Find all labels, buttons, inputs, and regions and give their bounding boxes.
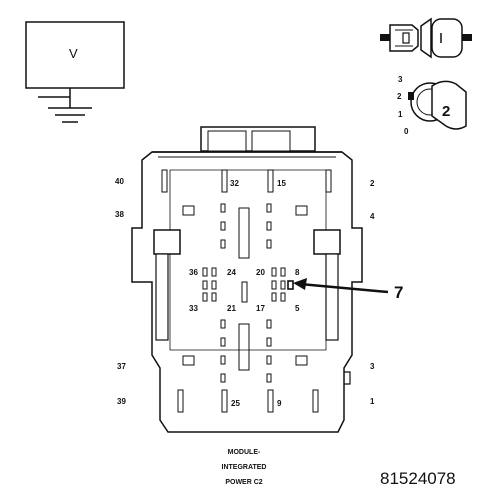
caption-line-2: INTEGRATED bbox=[222, 464, 267, 471]
pin-label-1: 1 bbox=[370, 397, 375, 406]
pin-label-15: 15 bbox=[277, 179, 286, 188]
pin-label-36: 36 bbox=[189, 268, 198, 277]
pin-label-2: 2 bbox=[370, 179, 375, 188]
callout-pin-number: 7 bbox=[394, 283, 403, 302]
ignition-key-icon: 2 3 2 1 0 bbox=[397, 75, 467, 136]
pin-label-9: 9 bbox=[277, 399, 282, 408]
pin-label-17: 17 bbox=[256, 304, 265, 313]
pin-label-39: 39 bbox=[117, 397, 126, 406]
pin-label-24: 24 bbox=[227, 268, 236, 277]
pin-7-cavity bbox=[287, 280, 294, 290]
voltmeter-label: V bbox=[69, 46, 78, 61]
pin-label-25: 25 bbox=[231, 399, 240, 408]
figure-id: 81524078 bbox=[380, 469, 456, 488]
pin-label-37: 37 bbox=[117, 362, 126, 371]
caption-line-3: POWER C2 bbox=[225, 479, 262, 486]
pin-label-8: 8 bbox=[295, 268, 300, 277]
connector-c2: 40 32 15 2 38 4 36 24 20 8 33 21 17 5 37… bbox=[115, 126, 375, 433]
pin-label-38: 38 bbox=[115, 210, 124, 219]
connector-caption: MODULE- INTEGRATED POWER C2 bbox=[222, 449, 267, 486]
pin-label-5: 5 bbox=[295, 304, 300, 313]
arrowhead-icon bbox=[293, 278, 307, 290]
pin-label-33: 33 bbox=[189, 304, 198, 313]
pin-7-callout: 7 bbox=[293, 278, 403, 302]
callout-arrow bbox=[299, 282, 389, 294]
caption-line-1: MODULE- bbox=[228, 449, 261, 456]
voltmeter: V bbox=[25, 21, 125, 123]
pin-label-21: 21 bbox=[227, 304, 236, 313]
voltmeter-box bbox=[25, 21, 125, 89]
pin-label-20: 20 bbox=[256, 268, 265, 277]
key-position-1: 1 bbox=[398, 110, 403, 119]
key-position-2: 2 bbox=[397, 92, 402, 101]
key-position-0: 0 bbox=[404, 127, 409, 136]
pin-label-3: 3 bbox=[370, 362, 375, 371]
pin-label-40: 40 bbox=[115, 177, 124, 186]
key-position-number: 2 bbox=[442, 103, 450, 120]
pin-label-32: 32 bbox=[230, 179, 239, 188]
key-position-3: 3 bbox=[398, 75, 403, 84]
fuse-icon bbox=[380, 17, 472, 59]
pin-label-4: 4 bbox=[370, 212, 375, 221]
